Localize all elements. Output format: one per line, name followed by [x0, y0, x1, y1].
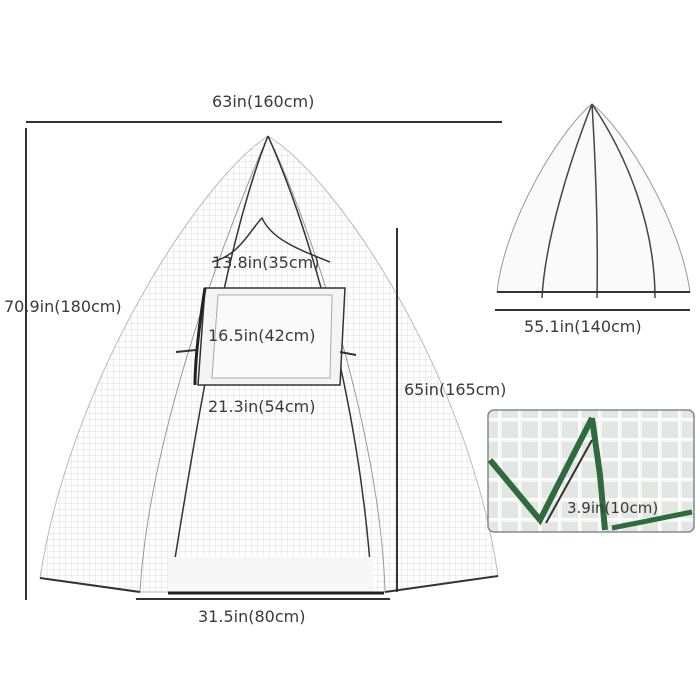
greenhouse-front-view	[39, 135, 499, 595]
dimension-lines	[25, 121, 690, 600]
window-top-width-label: 13.8in(35cm)	[212, 253, 320, 272]
door-width-label: 31.5in(80cm)	[198, 607, 306, 626]
greenhouse-side-view	[496, 103, 691, 299]
window-height-label: 16.5in(42cm)	[208, 326, 316, 345]
side-depth-label: 55.1in(140cm)	[524, 317, 642, 336]
window-bottom-width-label: 21.3in(54cm)	[208, 397, 316, 416]
total-height-label: 70.9in(180cm)	[4, 297, 122, 316]
mesh-detail-inset	[487, 409, 695, 533]
total-width-label: 63in(160cm)	[212, 92, 315, 111]
grid-spacing-label: 3.9in(10cm)	[567, 499, 659, 517]
door-height-label: 65in(165cm)	[404, 380, 507, 399]
